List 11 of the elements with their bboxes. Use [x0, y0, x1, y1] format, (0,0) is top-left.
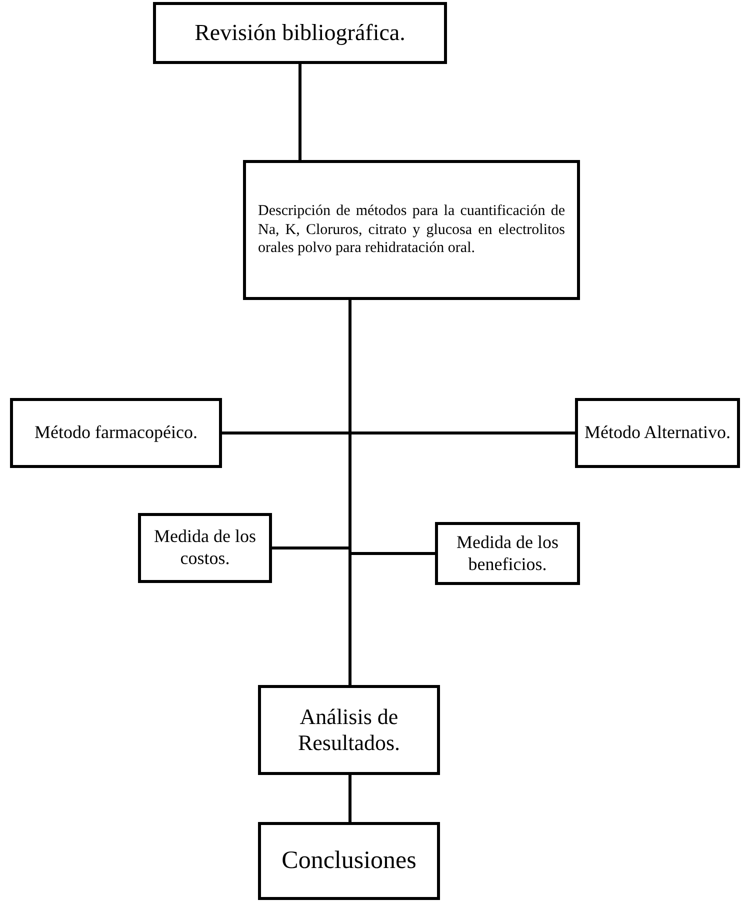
process-box: Método farmacopéico. [10, 398, 222, 468]
process-box: Conclusiones [258, 822, 440, 900]
process-box: Análisis de Resultados. [258, 685, 440, 775]
process-box: Medida de los costos. [138, 513, 272, 583]
process-box: Descripción de métodos para la cuantificación de Na, K, Cloruros, citrato y glucosa en electrolitos orales polvo para rehidratación oral. [243, 160, 580, 300]
process-box: Medida de los beneficios. [435, 522, 580, 585]
process-box: Método Alternativo. [575, 398, 740, 468]
process-box: Revisión bibliográfica. [153, 2, 447, 64]
connector-line [348, 300, 352, 685]
connector-line [348, 775, 352, 822]
connector-line [298, 64, 302, 160]
